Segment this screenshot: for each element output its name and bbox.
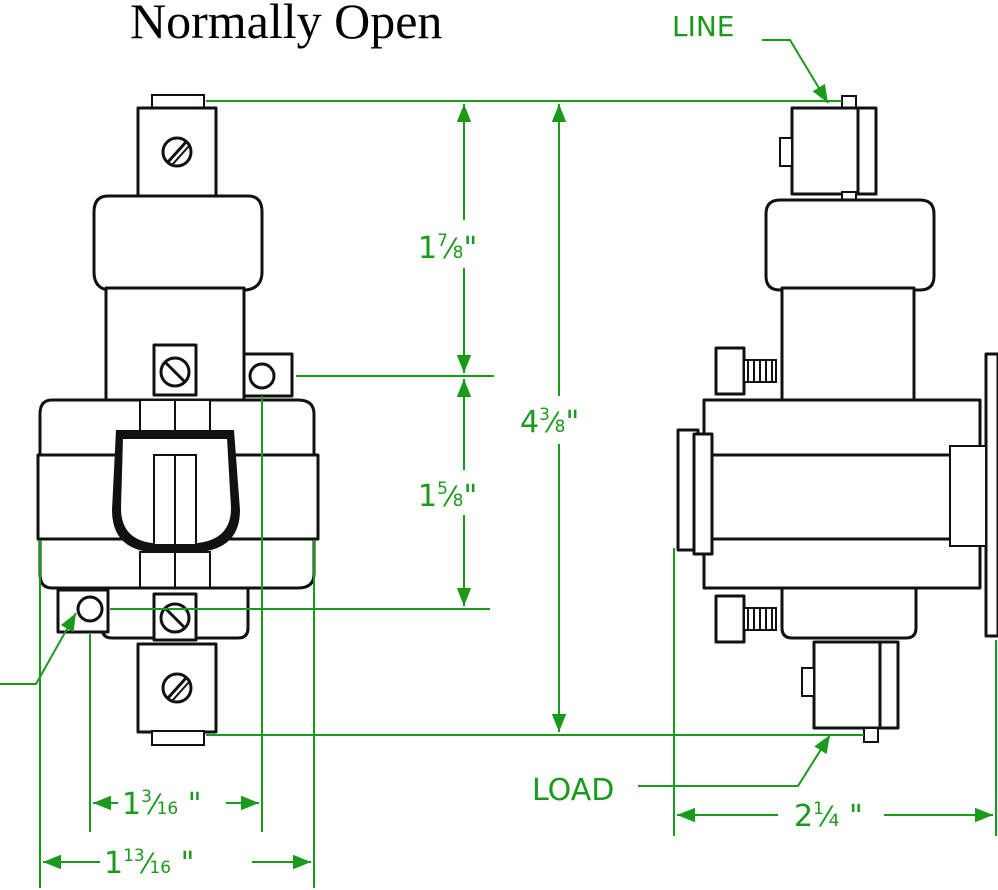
front-top-screw-icon — [161, 136, 193, 168]
load-label: LOAD — [532, 773, 614, 808]
side-view — [676, 95, 998, 743]
drawing-title: Normally Open — [130, 0, 442, 49]
front-upper-housing — [92, 194, 264, 292]
front-bottom-screw-icon — [161, 672, 193, 704]
dimension-lines — [0, 39, 997, 888]
side-lower-base — [780, 586, 918, 640]
dim-mid-height: 15⁄8" — [418, 479, 477, 514]
side-lower-screw-head — [714, 594, 746, 644]
front-center-lower-screw-icon — [159, 602, 191, 634]
front-center-upper-screw-icon — [159, 356, 191, 388]
side-bottom-terminal-plate — [878, 640, 900, 730]
lower-mount-hole-icon — [76, 595, 104, 623]
side-front-knob-plate — [692, 432, 714, 556]
dim-top-height: 17⁄8" — [418, 231, 477, 266]
side-bottom-pin — [863, 727, 879, 743]
side-bottom-terminal — [812, 640, 886, 730]
side-bottom-screw — [801, 667, 815, 697]
front-bottom-terminal-cap — [151, 730, 205, 746]
side-upper-housing — [764, 198, 936, 292]
dim-base-width: 113⁄16 " — [104, 846, 194, 881]
side-neck — [780, 286, 916, 402]
side-band — [694, 453, 978, 541]
dim-total-height: 43⁄8" — [520, 405, 579, 440]
line-label: LINE — [672, 10, 735, 43]
side-top-screw — [779, 137, 793, 167]
upper-mount-hole-icon — [248, 362, 276, 390]
side-top-terminal-plate — [856, 106, 878, 196]
dim-side-depth: 21⁄4 " — [794, 799, 863, 834]
front-view — [36, 94, 320, 746]
side-top-terminal — [790, 106, 864, 196]
side-upper-screw-head — [714, 346, 746, 396]
side-mount-plate — [984, 352, 998, 638]
dim-hole-spacing: 13⁄16 " — [122, 787, 202, 822]
side-mount-slot — [949, 445, 987, 547]
